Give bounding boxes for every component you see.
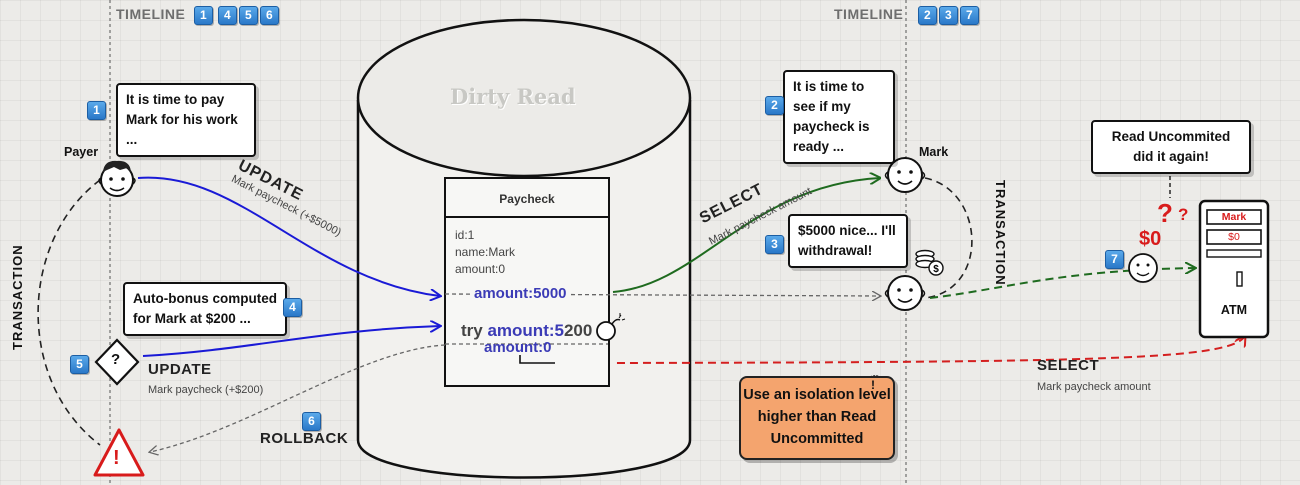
decision-symbol: ? [111, 351, 121, 368]
rolled-back-amount-value: amount:0 [484, 339, 552, 356]
svg-text:$: $ [933, 264, 939, 275]
rollback-arrow [150, 344, 446, 452]
update-2-label: UPDATE [148, 361, 212, 378]
mark-speech-bubble-2: It is time to see if my paycheck is read… [783, 70, 895, 164]
step-1-badge: 1 [87, 101, 106, 120]
step-6-badge: 6 [302, 412, 321, 431]
atm-select-label: SELECT [1037, 357, 1100, 374]
step-5-badge: 5 [70, 355, 89, 374]
left-timeline-step-1: 1 [193, 6, 213, 25]
atm-note-bubble: Read Uncommited did it again! [1091, 120, 1251, 174]
field-id: id:1 [455, 228, 475, 242]
warning-triangle-icon [93, 428, 145, 477]
paycheck-table [444, 177, 610, 387]
try-amount-overflow: 200 [563, 321, 593, 340]
atm-select-arrow [612, 336, 1245, 364]
paycheck-fields: id:1 name:Mark amount:0 [455, 227, 515, 278]
rollback-label: ROLLBACK [260, 430, 349, 447]
mark-speech-bubble-3: $5000 nice... I'll withdrawal! [788, 214, 908, 268]
step-3-badge: 3 [765, 235, 784, 254]
payer-label: Payer [64, 145, 99, 159]
select-arrow [612, 178, 880, 293]
payer-transaction-label: TRANSACTION [10, 244, 25, 350]
atm-withdraw-arrow [929, 268, 1195, 299]
payer-transaction-curve [37, 179, 101, 446]
recommendation-box: Use an isolation level higher than Read … [739, 376, 895, 460]
updated-amount-value: amount:5000 [472, 285, 569, 302]
try-label: try [461, 321, 483, 340]
left-timeline-label: TIMELINE [116, 6, 186, 22]
database-title: Dirty Read [450, 84, 576, 109]
question-marks: ? ? [1157, 198, 1188, 228]
field-amount: amount:0 [455, 262, 506, 276]
payer-face-icon [98, 160, 136, 197]
recommendation-warning-symbol: ! [871, 378, 875, 392]
mark-face-icon [884, 157, 926, 193]
atm-screen-amount: $0 [1228, 231, 1240, 243]
rollback-bracket [519, 355, 555, 364]
atm-label: ATM [1220, 303, 1248, 317]
atm-balance-value: $0 [1139, 228, 1162, 250]
try-amount-value: amount:5 [487, 321, 564, 340]
atm-select-sub: Mark paycheck amount [1037, 381, 1151, 393]
coins-icon: $ [915, 249, 944, 276]
mark-face-2-icon [884, 275, 926, 311]
right-timeline-step-2: 2 [917, 6, 937, 25]
bomb-icon [596, 313, 626, 341]
try-update-row: try amount:5200 [461, 321, 592, 341]
update-arrow-1 [137, 176, 440, 296]
right-timeline-label: TIMELINE [834, 6, 904, 22]
step-7-badge: 7 [1105, 250, 1124, 269]
left-timeline-step-5: 5 [238, 6, 258, 25]
atm-icon [1198, 199, 1270, 339]
field-name: name:Mark [455, 245, 516, 259]
update-2-sub: Mark paycheck (+$200) [148, 384, 264, 396]
warning-symbol: ! [113, 447, 120, 469]
decision-diamond-icon [94, 338, 140, 386]
update-arrow-2 [142, 326, 440, 357]
svg-text:?: ? [1157, 198, 1173, 228]
mark-label: Mark [919, 145, 949, 159]
left-timeline-step-6: 6 [259, 6, 279, 25]
right-timeline-step-3: 3 [938, 6, 958, 25]
payer-speech-bubble-1: It is time to pay Mark for his work ... [116, 83, 256, 157]
atm-screen-name: Mark [1221, 211, 1247, 223]
paycheck-table-title: Paycheck [499, 192, 555, 206]
svg-text:?: ? [1178, 205, 1188, 224]
mark-transaction-label: TRANSACTION [993, 180, 1008, 286]
step-4-badge: 4 [283, 298, 302, 317]
payer-speech-bubble-4: Auto-bonus computed for Mark at $200 ... [123, 282, 287, 336]
mark-face-3-icon [1128, 253, 1158, 283]
step-2-badge: 2 [765, 96, 784, 115]
mark-transaction-curve [924, 177, 973, 299]
left-timeline-step-4: 4 [217, 6, 237, 25]
right-timeline-step-7: 7 [959, 6, 979, 25]
